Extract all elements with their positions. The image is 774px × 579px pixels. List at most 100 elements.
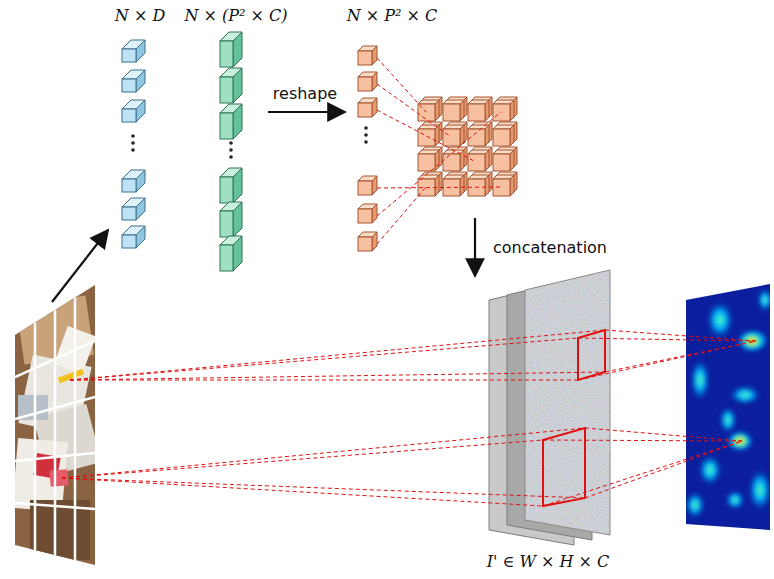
cube-front	[493, 179, 510, 196]
token-cube	[443, 100, 464, 121]
dashed-projection	[62, 428, 585, 478]
cube-side	[460, 125, 464, 146]
heat-blob	[706, 300, 734, 340]
cube-side	[460, 175, 464, 196]
token-cube	[122, 170, 145, 192]
token-cube	[358, 232, 377, 251]
cube-side	[136, 100, 145, 122]
projection-lines	[62, 58, 756, 506]
patch-grid-line	[34, 323, 37, 551]
heatmap-content	[680, 280, 774, 535]
token-cube	[493, 100, 514, 121]
cube-side	[233, 202, 242, 237]
token-cube	[358, 204, 377, 223]
cube-front	[358, 181, 372, 195]
cube-side	[233, 236, 242, 271]
ellipsis-dot	[131, 141, 135, 145]
token-cube	[220, 32, 242, 67]
label-holder: N × P² × C	[347, 6, 438, 25]
cube-side	[460, 150, 464, 171]
cube-front	[220, 177, 233, 203]
heat-blob	[748, 468, 772, 512]
cube-front	[418, 129, 435, 146]
dimension-label: I' ∈ W × H × C	[487, 552, 610, 571]
token-cube	[122, 40, 145, 62]
plane-border	[525, 270, 610, 535]
cube-side	[372, 98, 377, 117]
dashed-projection	[70, 380, 578, 381]
dashed-projection	[70, 338, 578, 380]
dashed-projection	[605, 341, 756, 372]
dashed-projection	[578, 341, 756, 380]
token-cube	[358, 46, 377, 65]
dimension-label: N × P² × C	[347, 6, 438, 25]
token-cube	[468, 125, 489, 146]
dimension-label: N × D	[115, 6, 165, 25]
cube-side	[136, 70, 145, 92]
ellipsis-dot	[364, 133, 368, 137]
cube-side	[372, 176, 377, 195]
heat-blob	[685, 491, 705, 519]
dashed-projection	[62, 478, 543, 506]
dashed-projection	[377, 187, 426, 244]
heat-blob	[729, 385, 761, 405]
dashed-projection	[543, 440, 742, 441]
token-cube	[443, 150, 464, 171]
ellipsis-dot	[229, 155, 233, 159]
token-cube	[493, 150, 514, 171]
cube-side	[136, 170, 145, 192]
cube-front	[468, 154, 485, 171]
cube-side	[435, 175, 439, 196]
cube-front	[358, 103, 372, 117]
cube-side	[372, 232, 377, 251]
cube-front	[122, 109, 136, 122]
cube-front	[443, 154, 460, 171]
token-cube	[468, 175, 489, 196]
token-cube	[443, 125, 464, 146]
cube-side	[485, 150, 489, 171]
token-cube	[493, 175, 514, 196]
dimension-label: N × (P² × C)	[184, 6, 287, 25]
dashed-projection	[70, 330, 605, 380]
cube-side	[510, 175, 514, 196]
label-holder: concatenation	[493, 238, 607, 257]
cube-front	[358, 237, 372, 251]
flow-arrow	[268, 111, 345, 113]
heat-blob	[698, 454, 722, 486]
photo-pen	[58, 369, 84, 384]
cube-side	[233, 32, 242, 67]
input-photo	[10, 280, 102, 570]
heat-blob	[690, 358, 710, 402]
cube-side	[136, 198, 145, 220]
ellipsis-dot	[364, 140, 368, 144]
cube-front	[418, 154, 435, 171]
cube-front	[493, 104, 510, 121]
flow-arrows	[52, 112, 475, 302]
cube-front	[358, 209, 372, 223]
ellipsis-dot	[364, 126, 368, 130]
dashed-projection	[377, 84, 451, 137]
token-cube	[220, 202, 242, 237]
dimension-label: reshape	[273, 84, 337, 103]
cube-side	[136, 226, 145, 248]
dashed-projection	[70, 372, 605, 380]
heat-blob	[725, 490, 745, 510]
heatmap	[680, 280, 774, 535]
cube-front	[220, 77, 233, 103]
cube-side	[233, 68, 242, 103]
token-cube	[220, 236, 242, 271]
dashed-projection	[605, 330, 756, 341]
cube-front	[443, 129, 460, 146]
cube-front	[358, 77, 372, 91]
dashed-projection	[377, 58, 426, 112]
dashed-projection	[578, 338, 756, 341]
cube-front	[443, 104, 460, 121]
cube-side	[233, 104, 242, 139]
photo-content	[10, 280, 102, 570]
cube-side	[485, 100, 489, 121]
token-columns	[122, 32, 517, 271]
patch-grid-line	[54, 310, 57, 555]
patch-grid-line	[74, 298, 77, 561]
cube-side	[460, 100, 464, 121]
